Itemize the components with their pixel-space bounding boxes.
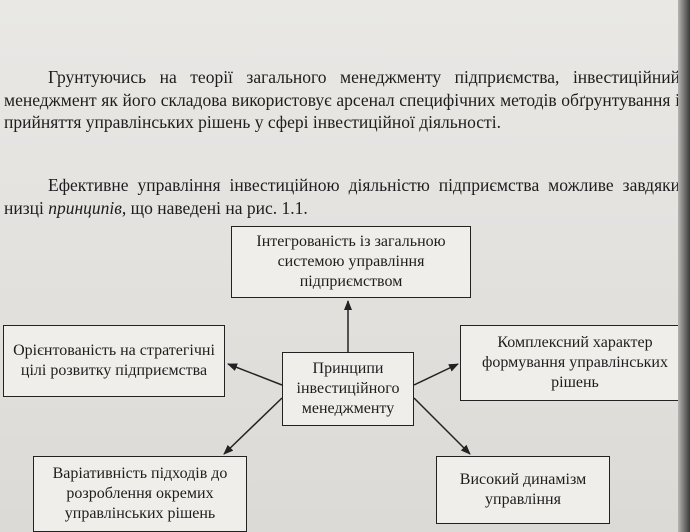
paragraph-principles-text: Ефективне управління інвестиційною діяль… [4,175,680,218]
principle-dynamism-label: Високий динамізм управління [459,471,587,508]
principle-variability: Варіативність підходів до розроблення ок… [33,456,247,532]
principles-center-node: Принципи інвестиційного менеджменту [282,352,414,426]
arrow-to-bottom-right [413,397,471,455]
paragraph-intro: Грунтуючись на теорії загального менеджм… [4,66,680,134]
paragraph-intro-text: Грунтуючись на теорії загального менеджм… [4,67,680,132]
principle-strategic-orientation-label: Орієнтованість на стратегічні цілі розви… [13,342,215,379]
page-edge-shadow [678,0,690,532]
principle-strategic-orientation: Орієнтованість на стратегічні цілі розви… [3,325,225,397]
principle-dynamism: Високий динамізм управління [436,456,610,524]
arrow-to-bottom-left [223,397,283,455]
principle-integration: Інтегрованість із загальною системою упр… [231,226,471,298]
principle-integration-label: Інтегрованість із загальною системою упр… [256,233,446,290]
principle-complex-character: Комплексний характер формування управлін… [460,325,690,401]
arrow-to-right [413,363,459,386]
principle-variability-label: Варіативність підходів до розроблення ок… [52,465,228,522]
principles-center-label: Принципи інвестиційного менеджменту [296,360,400,417]
arrow-to-left [227,363,283,386]
figure-reference: , що наведені на рис. 1.1. [121,197,308,218]
principles-emphasis: принципів [48,197,122,218]
principle-complex-character-label: Комплексний характер формування управлін… [482,334,668,391]
paragraph-principles: Ефективне управління інвестиційною діяль… [4,174,680,219]
